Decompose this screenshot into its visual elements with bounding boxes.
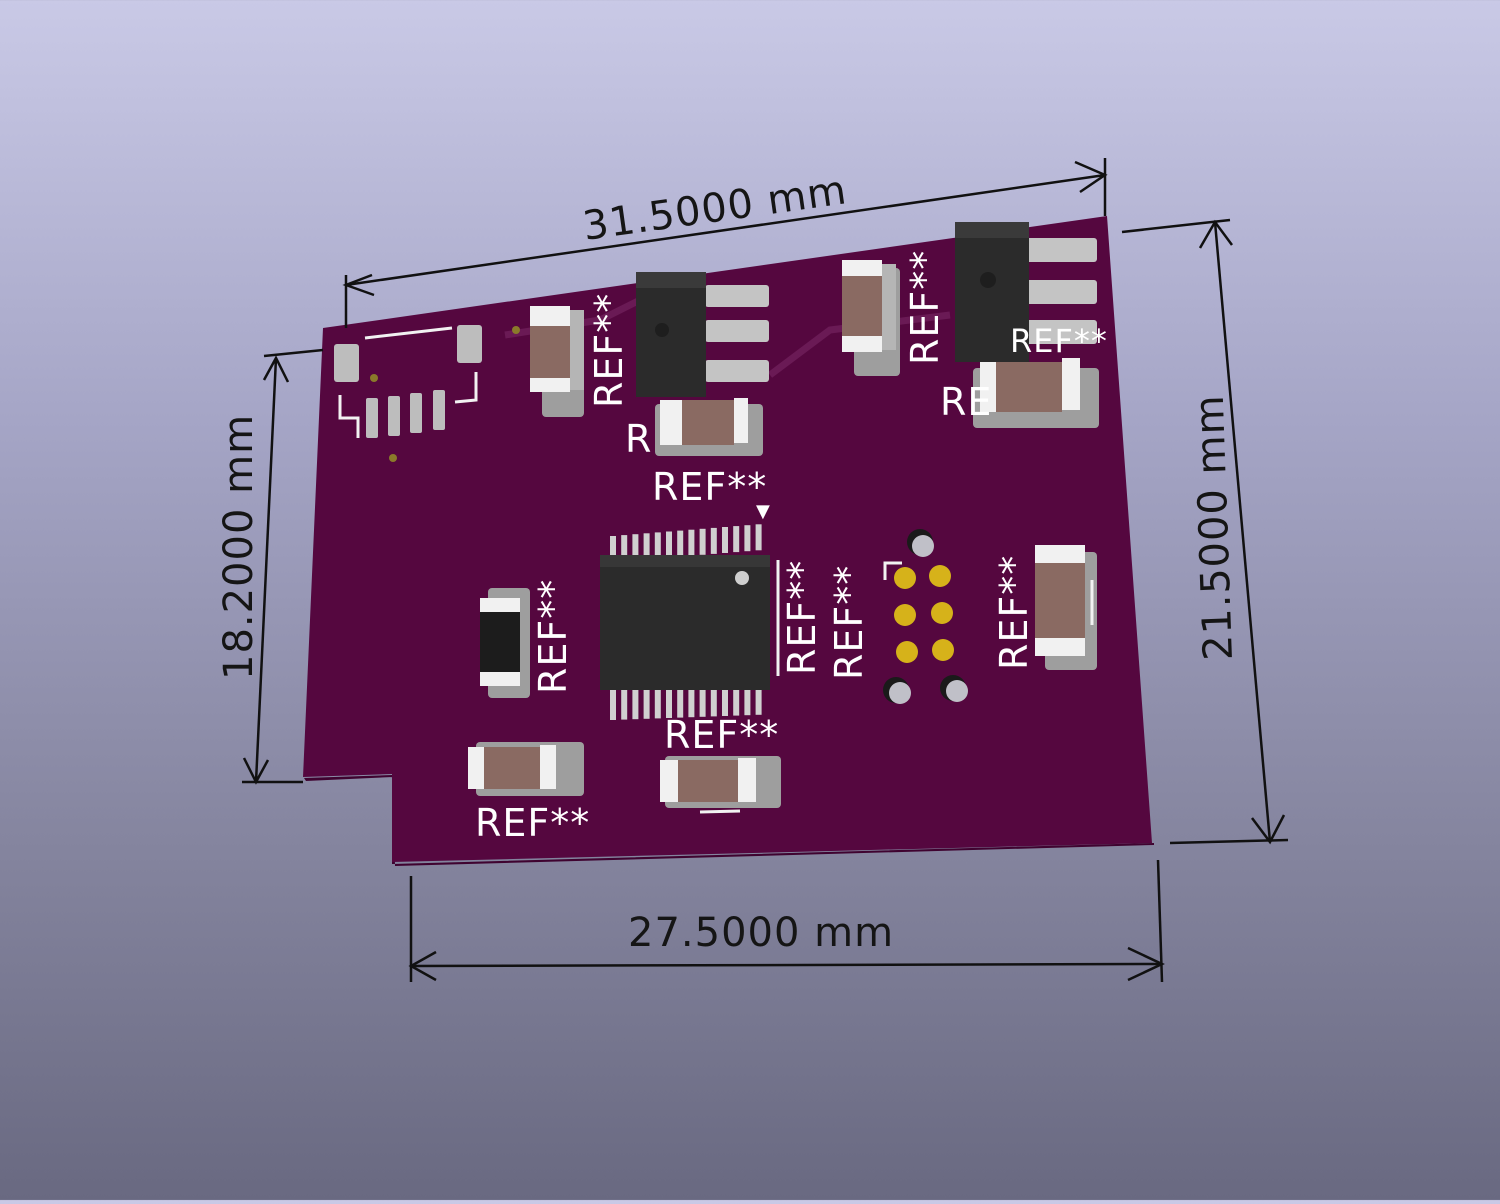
ic-pin [643, 533, 650, 560]
ic-pin [755, 524, 762, 551]
ref-label-r1: REF** [587, 293, 631, 408]
dimension-bottom-width [408, 859, 1165, 983]
ic-pin [677, 683, 684, 718]
dimension-left-height [242, 348, 324, 785]
ic-pin [688, 683, 695, 718]
ic-pin [632, 685, 639, 720]
ref-label-r4-partial: RE [940, 380, 992, 424]
ref-label-r5: REF** [475, 801, 590, 845]
regulator-u1 [636, 272, 769, 397]
ic-pin [699, 528, 706, 555]
ref-label-u2: REF** [1010, 322, 1108, 360]
usb-connector [334, 325, 520, 462]
resistor-r2 [655, 398, 763, 456]
ic-pin [643, 684, 650, 719]
resistor-r3 [842, 260, 900, 376]
regulator-u2 [955, 222, 1097, 362]
ic-pin [610, 536, 616, 562]
ic-pin [733, 526, 740, 553]
capacitor-bottom [660, 756, 781, 814]
ref-label-d1: REF** [531, 579, 575, 694]
dim-label-right-height: 21.5000 mm [1187, 394, 1242, 662]
trace [767, 311, 951, 378]
ic-pin1-dot [735, 571, 749, 585]
ic-pin [666, 531, 672, 558]
resistor-r1 [530, 306, 584, 417]
ic-pin [744, 525, 751, 552]
ic-tssop [600, 524, 780, 720]
ic-pin [710, 527, 717, 554]
ic-pin [733, 681, 740, 716]
ref-label-ic-right: REF** [780, 560, 824, 675]
dim-label-top-width: 31.5000 mm [580, 167, 850, 250]
ic-pin [666, 684, 672, 718]
ic-pin [744, 681, 751, 716]
ic-pin [610, 686, 616, 720]
dim-label-bottom-width: 27.5000 mm [628, 910, 894, 956]
dim-label-left-height: 18.2000 mm [216, 414, 262, 680]
ref-label-r2: REF** [652, 465, 767, 509]
capacitor-right [1035, 545, 1097, 670]
diode-d1 [480, 588, 530, 698]
ic-pin [722, 682, 728, 716]
ic-pin [621, 535, 628, 562]
pin-header [883, 529, 968, 704]
resistor-r5 [468, 742, 584, 796]
dimension-top-width [342, 158, 1108, 328]
ic-body-top [600, 555, 770, 567]
dimension-right-height [1121, 218, 1289, 845]
ref-label-ic-bottom: REF** [664, 713, 779, 757]
ic-pin [677, 530, 684, 557]
resistor-r4 [973, 358, 1099, 428]
ic-pin [654, 684, 661, 719]
ic-pin [722, 527, 728, 553]
ic-pin [621, 685, 628, 720]
ref-label-cap-right: REF** [992, 555, 1036, 670]
ic-pin [632, 534, 639, 561]
ic-pin [699, 682, 706, 717]
ref-label-r2-partial: R [625, 417, 652, 461]
ic-pin [710, 682, 717, 717]
ic-pin [654, 532, 661, 559]
ic-pin [755, 680, 762, 715]
ref-label-header: REF** [827, 565, 871, 680]
ref-label-r3: REF** [903, 250, 947, 365]
ic-pin [688, 529, 695, 556]
pin1-marker: ▼ [756, 501, 770, 522]
